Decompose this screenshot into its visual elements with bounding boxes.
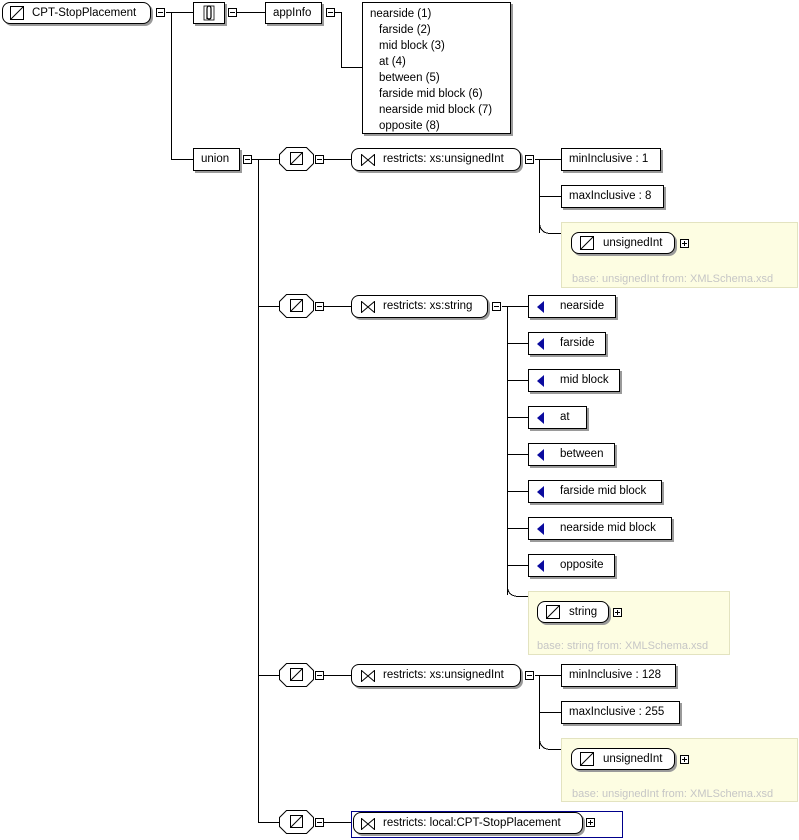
enumeration-label: farside mid block (560, 485, 647, 497)
enumeration-icon (537, 412, 544, 424)
appinfo-line: nearside (1) (370, 8, 432, 20)
member-collapse-toggle[interactable] (315, 155, 324, 164)
enumeration-label: farside (560, 337, 595, 349)
appinfo-content-box: nearside (1) farside (2) mid block (3) a… (362, 2, 511, 134)
base-type-expand-toggle[interactable] (613, 608, 622, 617)
restriction-box[interactable]: restricts: xs:unsignedInt (351, 664, 521, 687)
member-simpletype-icon[interactable] (279, 294, 315, 319)
base-type-note: base: unsignedInt from: XMLSchema.xsd (572, 273, 774, 285)
base-type-note: base: string from: XMLSchema.xsd (537, 640, 709, 652)
enumeration-label: nearside (560, 300, 605, 312)
enumeration-item[interactable]: nearside mid block (528, 517, 672, 540)
enumeration-icon (537, 375, 544, 387)
simple-type-icon (10, 6, 24, 20)
enumeration-icon (537, 560, 544, 572)
base-type-box[interactable]: unsignedInt (571, 748, 675, 770)
member-simpletype-icon[interactable] (279, 663, 315, 688)
root-label: CPT-StopPlacement (32, 7, 137, 19)
union-box[interactable]: union (193, 148, 240, 171)
simple-type-icon (580, 752, 594, 766)
member-simpletype-icon[interactable] (279, 810, 315, 835)
facet-max-inclusive[interactable]: maxInclusive : 255 (561, 701, 680, 724)
enumeration-icon (537, 449, 544, 461)
annotation-collapse-toggle[interactable] (228, 8, 237, 17)
appinfo-box[interactable]: appInfo (265, 2, 322, 24)
restriction-collapse-toggle[interactable] (492, 302, 501, 311)
enumeration-icon (537, 338, 544, 350)
enumeration-label: at (560, 411, 570, 423)
restriction-expand-toggle[interactable] (586, 818, 595, 827)
paperclip-icon (203, 5, 215, 21)
simple-type-icon (546, 605, 560, 619)
base-type-label: unsignedInt (603, 753, 663, 765)
appinfo-line: between (5) (379, 72, 440, 84)
restriction-box[interactable]: restricts: xs:unsignedInt (351, 148, 521, 171)
restriction-icon (361, 670, 375, 682)
appinfo-line: nearside mid block (7) (379, 104, 493, 116)
base-type-note: base: unsignedInt from: XMLSchema.xsd (572, 788, 774, 800)
appinfo-label: appInfo (273, 7, 312, 19)
base-type-label: string (569, 606, 598, 618)
enumeration-item[interactable]: farside mid block (528, 480, 662, 503)
appinfo-line: at (4) (379, 56, 406, 68)
appinfo-line: farside (2) (379, 24, 431, 36)
member-simpletype-icon[interactable] (279, 147, 315, 172)
restriction-label: restricts: xs:unsignedInt (383, 153, 504, 165)
base-type-box[interactable]: string (537, 601, 609, 623)
annotation-box[interactable] (193, 2, 225, 24)
base-type-box[interactable]: unsignedInt (571, 232, 675, 254)
enumeration-icon (537, 486, 544, 498)
union-label: union (201, 153, 230, 165)
facet-min-inclusive[interactable]: minInclusive : 128 (561, 664, 676, 687)
selected-restriction-frame (351, 811, 623, 838)
facet-label: minInclusive : 128 (569, 669, 662, 681)
enumeration-item[interactable]: at (528, 406, 587, 429)
restriction-box[interactable]: restricts: local:CPT-StopPlacement (353, 812, 583, 834)
enumeration-label: mid block (560, 374, 609, 386)
restriction-box[interactable]: restricts: xs:string (351, 295, 488, 318)
restriction-label: restricts: xs:unsignedInt (383, 669, 504, 681)
member-collapse-toggle[interactable] (315, 302, 324, 311)
enumeration-icon (537, 301, 544, 313)
simple-type-icon (580, 236, 594, 250)
enumeration-icon (537, 523, 544, 535)
appinfo-line: mid block (3) (379, 40, 445, 52)
appinfo-line: opposite (8) (379, 120, 440, 132)
facet-label: minInclusive : 1 (569, 153, 649, 165)
member-collapse-toggle[interactable] (315, 671, 324, 680)
restriction-icon (361, 818, 375, 830)
enumeration-label: between (560, 448, 604, 460)
facet-label: maxInclusive : 255 (569, 706, 665, 718)
enumeration-item[interactable]: opposite (528, 554, 615, 577)
enumeration-item[interactable]: farside (528, 332, 606, 355)
restriction-collapse-toggle[interactable] (525, 155, 534, 164)
appinfo-collapse-toggle[interactable] (326, 8, 335, 17)
root-collapse-toggle[interactable] (156, 8, 165, 17)
facet-label: maxInclusive : 8 (569, 190, 652, 202)
enumeration-label: opposite (560, 559, 604, 571)
enumeration-item[interactable]: mid block (528, 369, 620, 392)
restriction-label: restricts: local:CPT-StopPlacement (383, 817, 561, 829)
enumeration-item[interactable]: between (528, 443, 615, 466)
base-type-expand-toggle[interactable] (680, 239, 689, 248)
appinfo-line: farside mid block (6) (379, 88, 483, 100)
restriction-label: restricts: xs:string (383, 300, 473, 312)
union-collapse-toggle[interactable] (243, 155, 252, 164)
facet-max-inclusive[interactable]: maxInclusive : 8 (561, 185, 664, 208)
enumeration-label: nearside mid block (560, 522, 656, 534)
member-collapse-toggle[interactable] (315, 818, 324, 827)
base-type-expand-toggle[interactable] (680, 755, 689, 764)
base-type-label: unsignedInt (603, 237, 663, 249)
restriction-collapse-toggle[interactable] (525, 671, 534, 680)
root-simpletype-box[interactable]: CPT-StopPlacement (2, 2, 151, 24)
restriction-icon (361, 154, 375, 166)
enumeration-item[interactable]: nearside (528, 295, 616, 318)
facet-min-inclusive[interactable]: minInclusive : 1 (561, 148, 661, 171)
restriction-icon (361, 301, 375, 313)
